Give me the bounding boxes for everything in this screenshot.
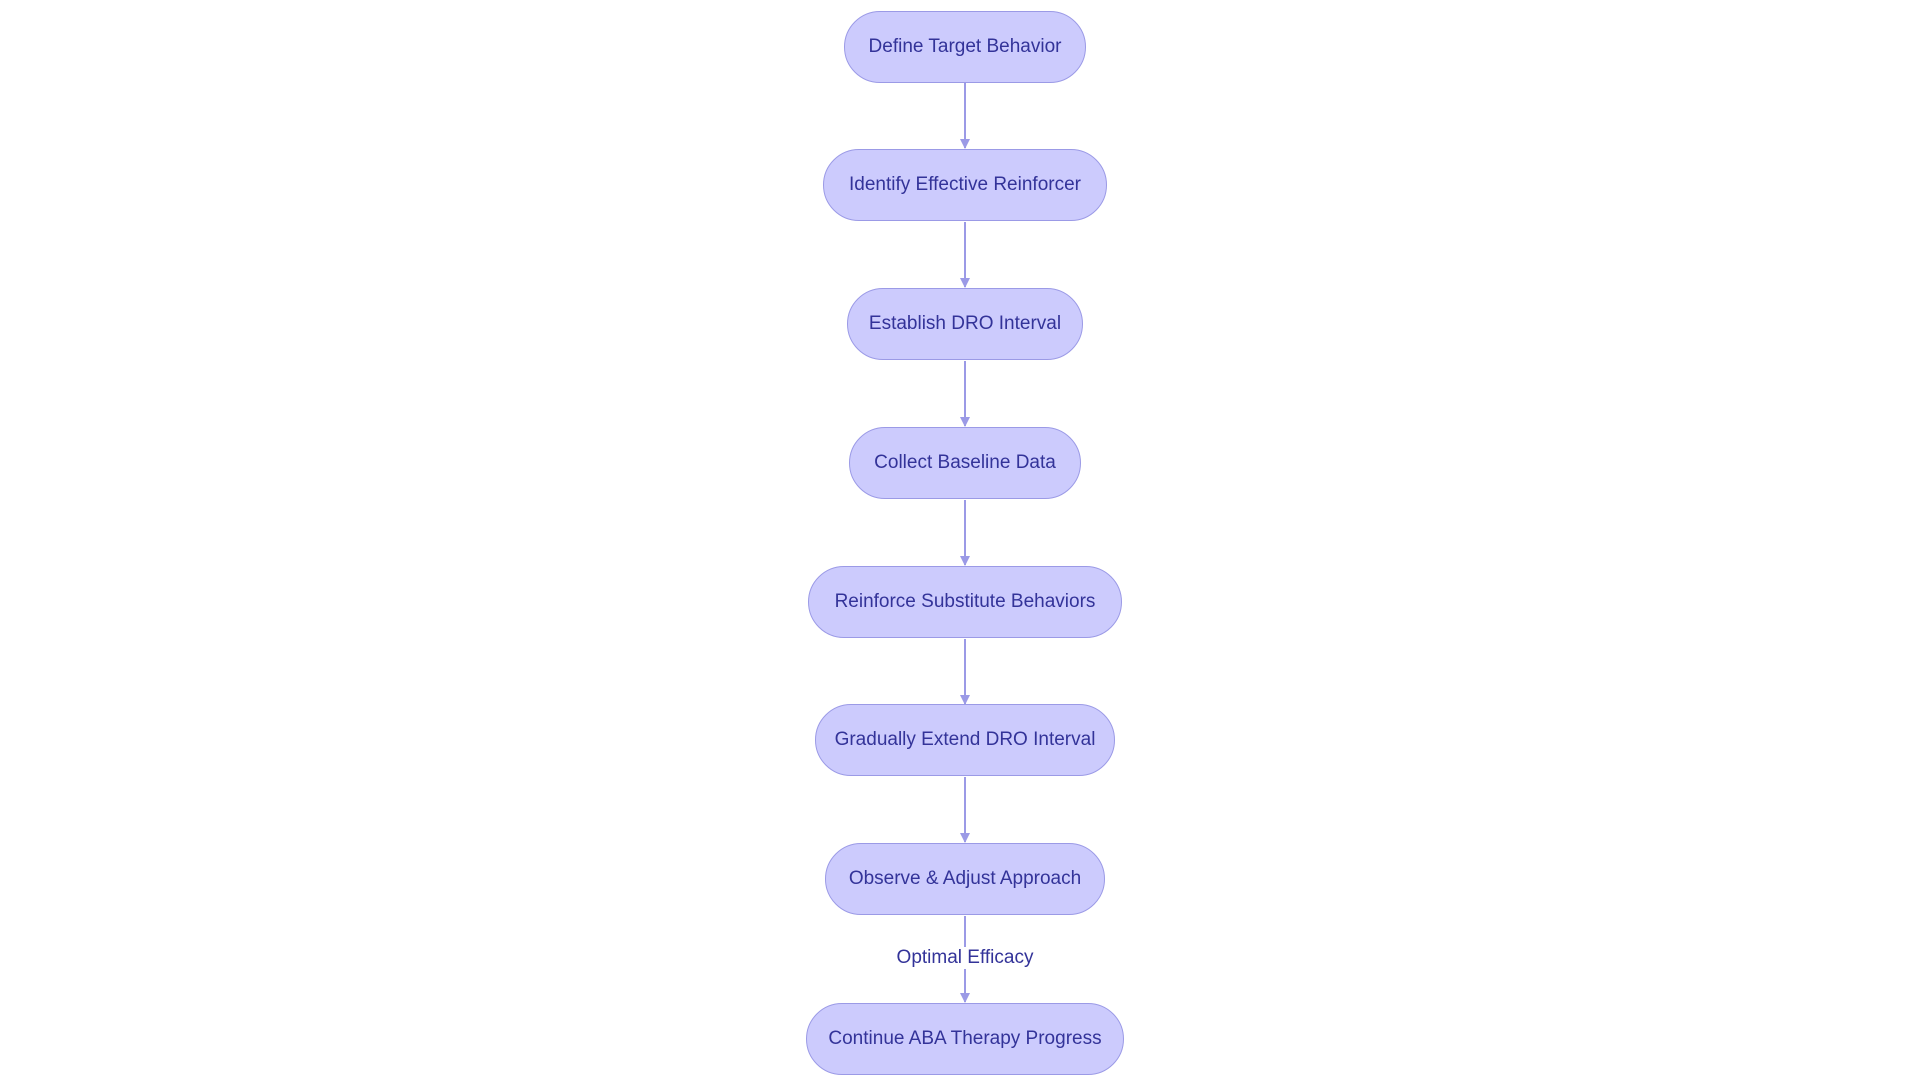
- node-define-target-behavior: Define Target Behavior: [844, 11, 1086, 83]
- node-identify-effective-reinforcer: Identify Effective Reinforcer: [823, 149, 1107, 221]
- node-collect-baseline-data: Collect Baseline Data: [849, 427, 1081, 499]
- node-observe-adjust-approach: Observe & Adjust Approach: [825, 843, 1105, 915]
- edge-label-optimal-efficacy: Optimal Efficacy: [892, 947, 1038, 969]
- node-label: Define Target Behavior: [868, 36, 1062, 57]
- node-label: Reinforce Substitute Behaviors: [834, 591, 1096, 612]
- node-label: Collect Baseline Data: [874, 452, 1056, 473]
- node-reinforce-substitute-behaviors: Reinforce Substitute Behaviors: [808, 566, 1122, 638]
- node-continue-aba-therapy-progress: Continue ABA Therapy Progress: [806, 1003, 1124, 1075]
- node-gradually-extend-dro-interval: Gradually Extend DRO Interval: [815, 704, 1115, 776]
- node-label: Identify Effective Reinforcer: [849, 174, 1081, 195]
- node-label: Gradually Extend DRO Interval: [834, 729, 1096, 750]
- node-label: Observe & Adjust Approach: [848, 868, 1082, 889]
- node-label: Continue ABA Therapy Progress: [828, 1028, 1102, 1049]
- node-establish-dro-interval: Establish DRO Interval: [847, 288, 1083, 360]
- node-label: Establish DRO Interval: [868, 313, 1062, 334]
